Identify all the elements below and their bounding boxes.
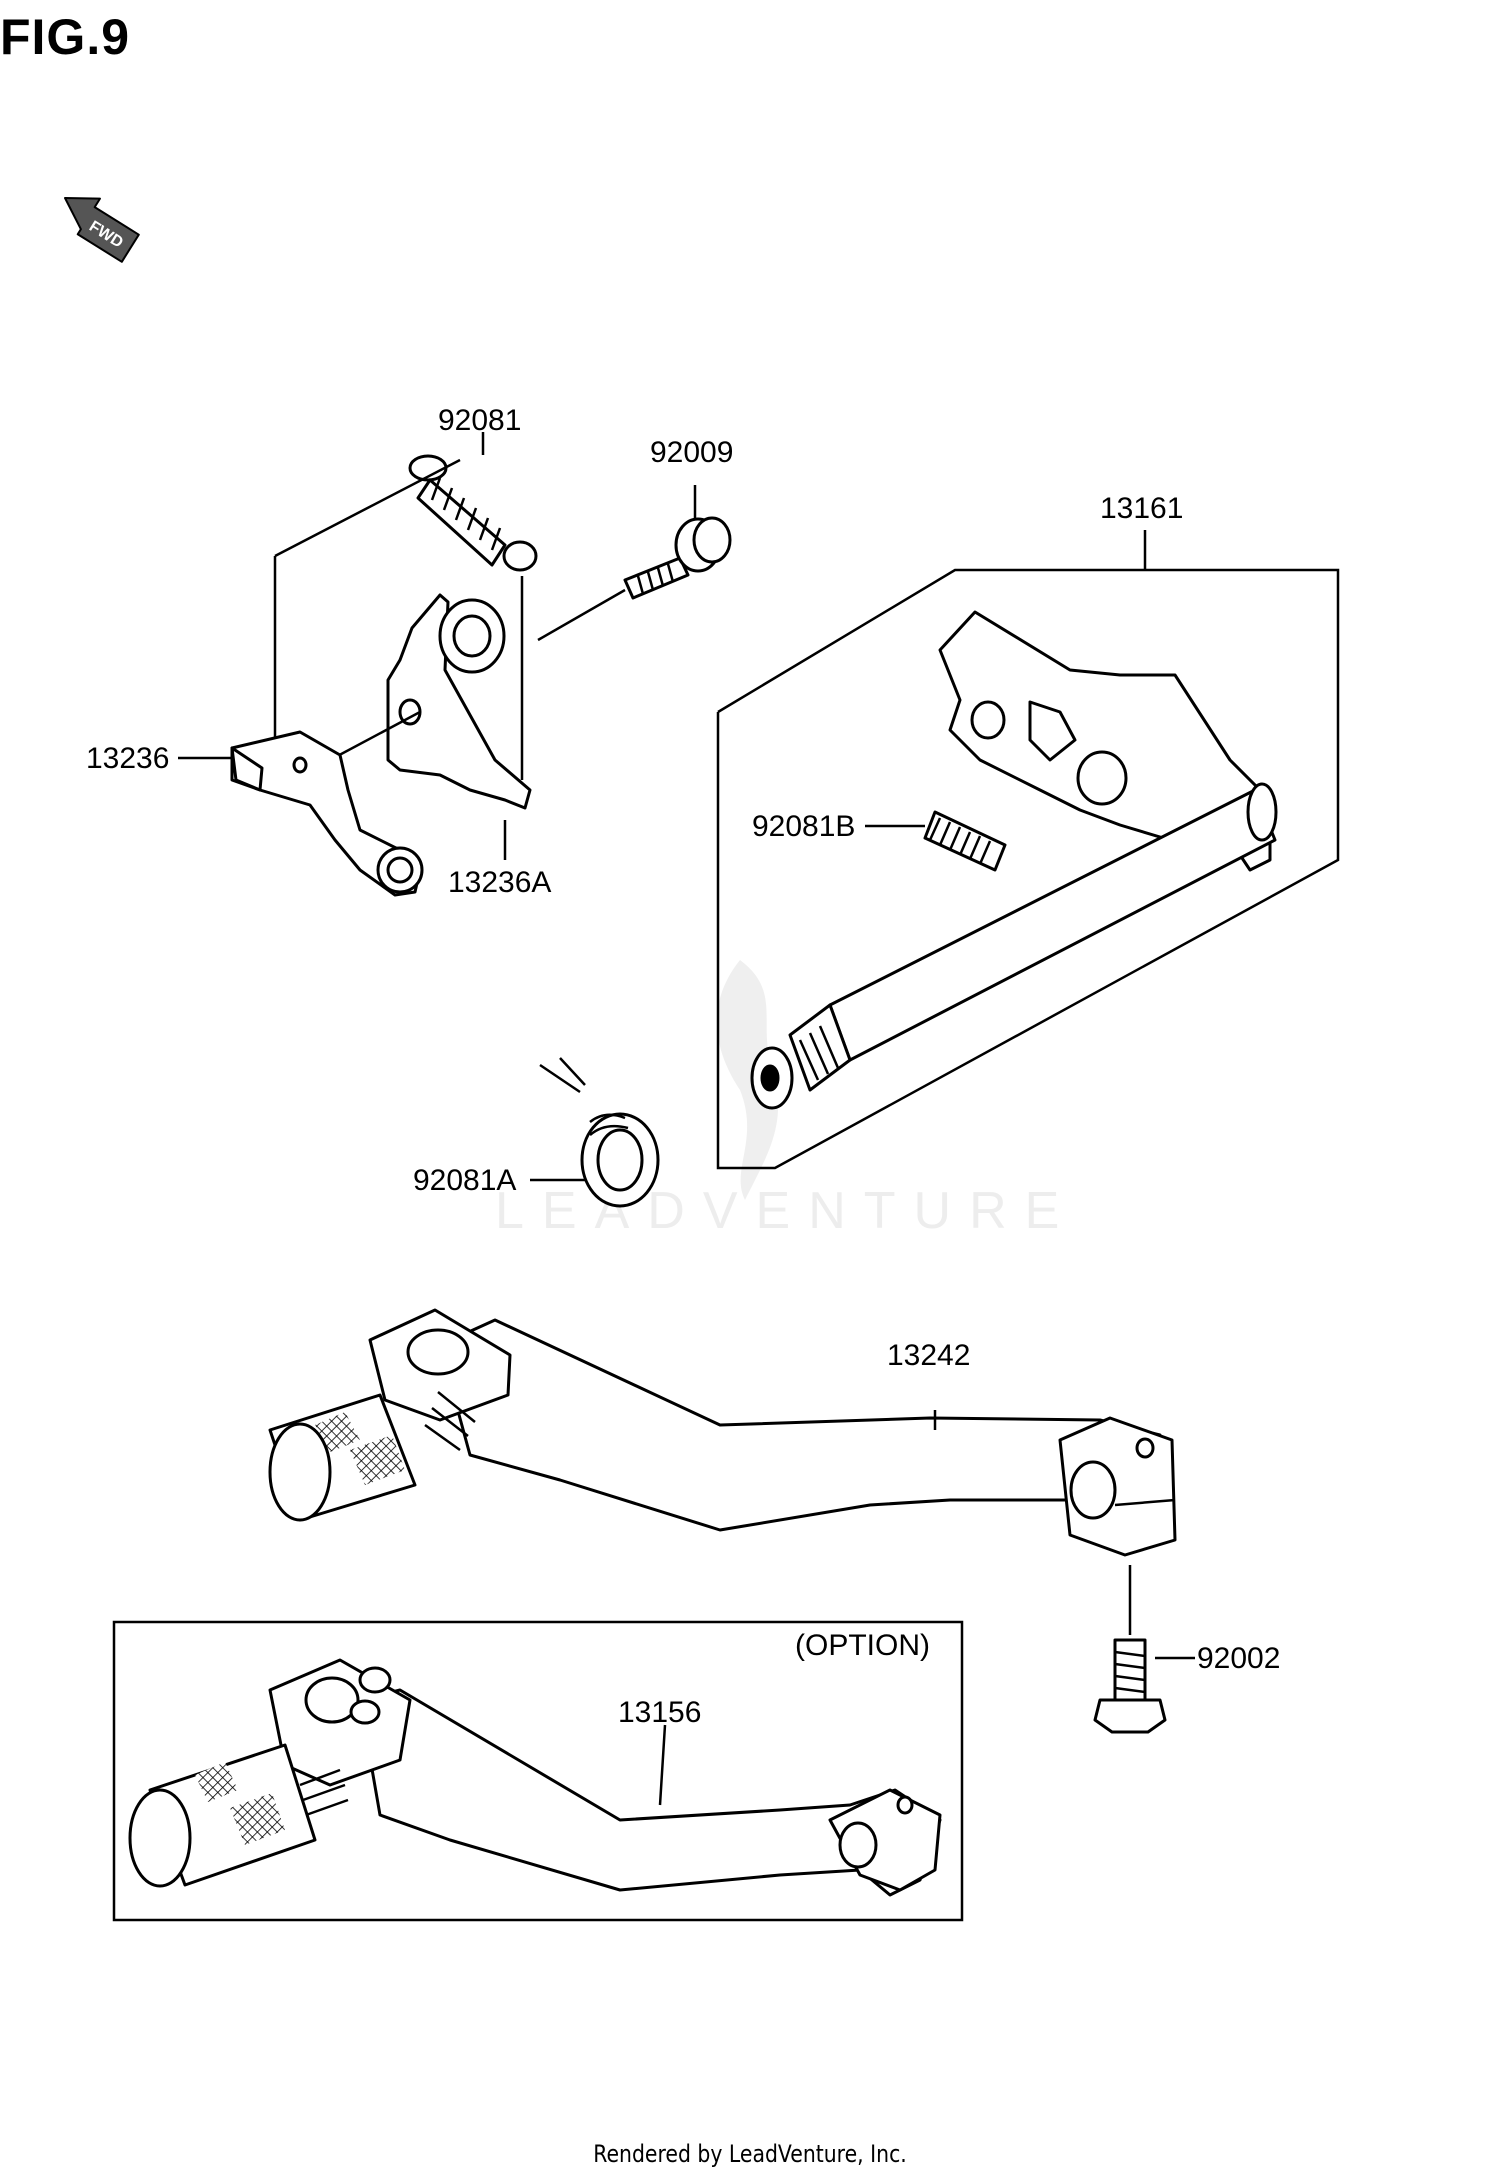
fwd-direction-arrow-icon: FWD <box>64 197 140 263</box>
label-13156: 13156 <box>618 1696 701 1729</box>
spring-92081A <box>539 1057 660 1208</box>
label-13242: 13242 <box>887 1339 970 1372</box>
label-92002: 92002 <box>1197 1642 1280 1675</box>
shift-lever-13156 <box>128 1658 942 1897</box>
label-13236A: 13236A <box>448 866 551 899</box>
shift-shaft-13161-frame <box>716 568 1340 1170</box>
shift-lever-13242 <box>268 1308 1177 1557</box>
label-92081A: 92081A <box>413 1164 516 1197</box>
bolt-92002 <box>1093 1638 1167 1734</box>
shift-shaft-13161 <box>750 610 1278 1110</box>
plate-13236A <box>386 593 532 810</box>
footer-credit: Rendered by LeadVenture, Inc. <box>593 2140 907 2168</box>
label-13161: 13161 <box>1100 492 1183 525</box>
label-92081: 92081 <box>438 404 521 437</box>
label-92081B: 92081B <box>752 810 855 843</box>
watermark: LEADVENTURE <box>495 960 1077 1240</box>
watermark-text: LEADVENTURE <box>495 1182 1077 1240</box>
watermark-flame-icon <box>716 960 779 1200</box>
option-box <box>112 1620 964 1922</box>
lever-13236 <box>230 730 424 897</box>
label-92009: 92009 <box>650 436 733 469</box>
bolt-92009 <box>623 516 732 600</box>
spring-92081B <box>923 810 1007 872</box>
label-13236: 13236 <box>86 742 169 775</box>
label-option: (OPTION) <box>795 1629 930 1662</box>
figure-title: FIG.9 <box>0 9 131 65</box>
spring-92081 <box>408 454 538 572</box>
